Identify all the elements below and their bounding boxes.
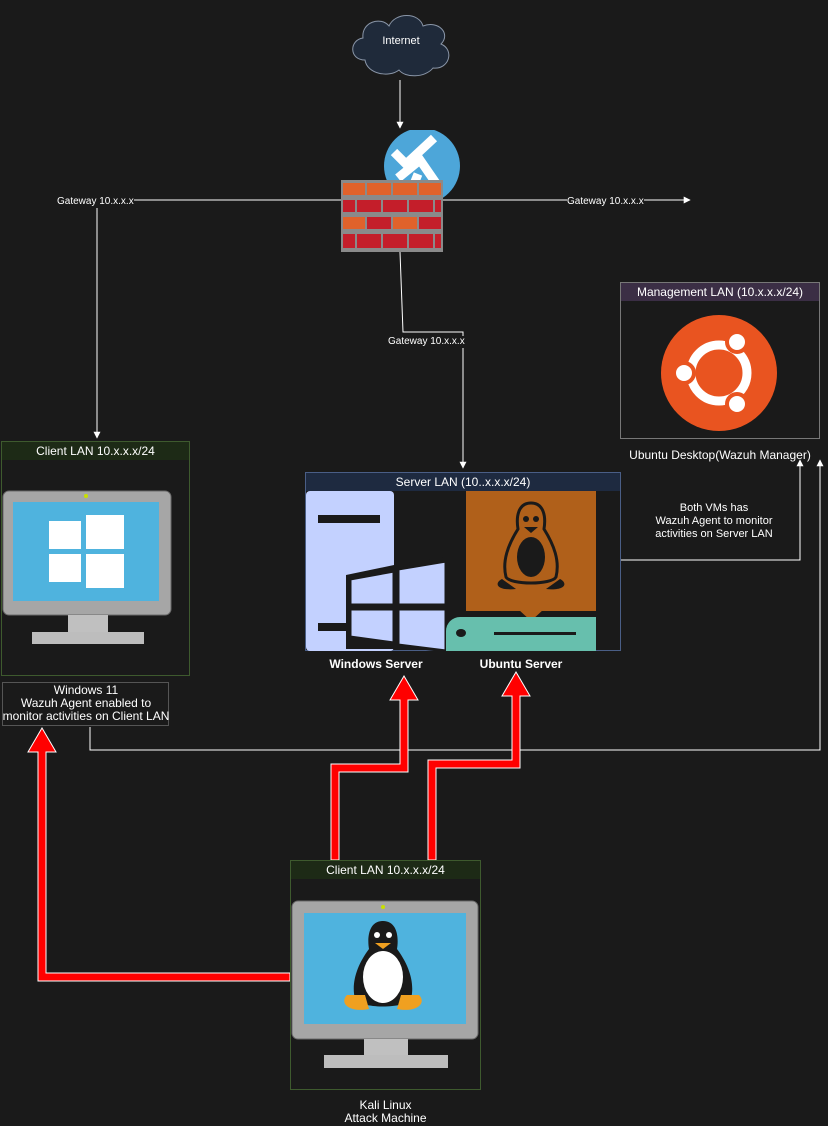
attack-arrow-windows11 (27, 727, 291, 982)
server-lan-note-line-3: activities on Server LAN (655, 528, 773, 540)
server-lan-box[interactable]: Server LAN (10..x.x.x/24) (305, 472, 621, 651)
management-lan-caption: Ubuntu Desktop(Wazuh Manager) (629, 448, 811, 462)
firewall (340, 128, 465, 254)
windows-11-caption-line-1: Windows 11 (53, 683, 119, 697)
tux-icon (497, 501, 565, 590)
kali-caption-line-1: Kali Linux (359, 1098, 412, 1112)
ubuntu-server-chassis (446, 617, 596, 651)
server-lan-title: Server LAN (10..x.x.x/24) (306, 473, 620, 491)
client-lan-top-title: Client LAN 10.x.x.x/24 (2, 442, 189, 460)
kali-monitor-icon (291, 900, 479, 1068)
windows-11-monitor-icon (2, 490, 172, 644)
kali-tux-icon (344, 921, 422, 1010)
windows-server-icon (306, 491, 448, 651)
windows-11-caption-line-2: Wazuh Agent enabled to (20, 696, 152, 710)
ubuntu-server-label: Ubuntu Server (479, 657, 563, 671)
cloud-icon (352, 15, 450, 77)
management-lan-title: Management LAN (10.x.x.x/24) (621, 283, 819, 301)
kali-caption-line-2: Attack Machine (344, 1111, 427, 1125)
management-lan-box[interactable]: Management LAN (10.x.x.x/24) (620, 282, 820, 439)
attack-arrows (27, 671, 531, 982)
client-management-link (89, 459, 824, 751)
windows-server-label: Windows Server (329, 657, 423, 671)
ubuntu-server-panel-pointer (518, 609, 544, 621)
windows-11-caption-box: Windows 11 Wazuh Agent enabled to monito… (2, 682, 169, 726)
gateway-left-label: Gateway 10.x.x.x (57, 196, 134, 208)
drive-slot (494, 632, 576, 635)
client-lan-bottom-title: Client LAN 10.x.x.x/24 (291, 861, 480, 879)
firewall-icon (341, 128, 460, 252)
attack-arrow-ubuntu-server (427, 671, 531, 861)
internet-label: Internet (382, 35, 420, 47)
client-lan-top-box[interactable]: Client LAN 10.x.x.x/24 (1, 441, 190, 676)
ubuntu-server-panel (466, 491, 596, 611)
server-lan-note: Both VMs has Wazuh Agent to monitor acti… (622, 502, 806, 541)
server-lan-note-line-2: Wazuh Agent to monitor (655, 515, 773, 527)
attack-arrow-windows-server (330, 675, 419, 861)
firewall-server-lan-link (399, 251, 467, 469)
windows-11-caption-line-3: monitor activities on Client LAN (2, 709, 170, 723)
gateway-right-label: Gateway 10.x.x.x (567, 196, 644, 208)
gateway-center-label: Gateway 10.x.x.x (388, 336, 465, 348)
power-led-icon (456, 629, 466, 637)
server-lan-note-line-1: Both VMs has (679, 502, 749, 514)
firewall-client-lan-link (93, 199, 342, 439)
ubuntu-logo-icon (661, 315, 777, 431)
client-lan-bottom-box[interactable]: Client LAN 10.x.x.x/24 (290, 860, 481, 1090)
internet-cloud: Internet (345, 8, 457, 78)
server-management-link (621, 459, 804, 561)
